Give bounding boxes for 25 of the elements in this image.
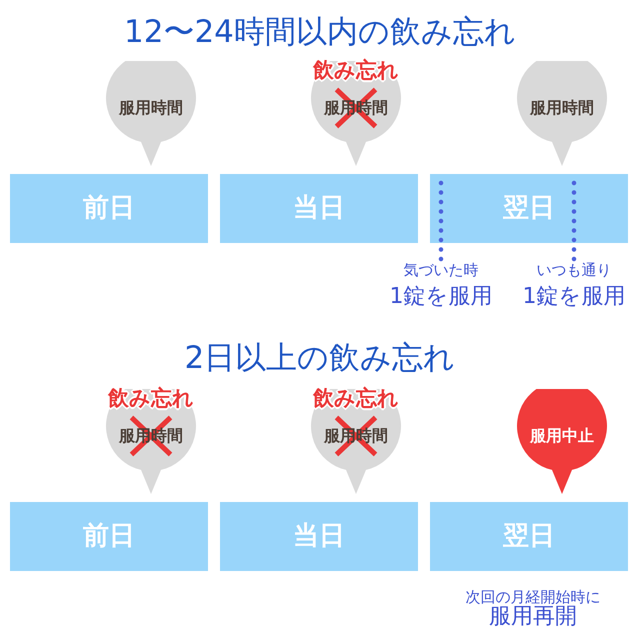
- day-label: 翌日: [503, 193, 555, 223]
- day-box: [220, 502, 418, 571]
- section-heading: 2日以上の飲み忘れ: [184, 339, 456, 377]
- warning-text: 飲み忘れ: [313, 386, 399, 410]
- warning-text: 飲み忘れ: [108, 386, 194, 410]
- day-box: [10, 502, 208, 571]
- day-box: [220, 174, 418, 243]
- bubble-text: 服用時間: [119, 98, 183, 118]
- note-text: 服用再開: [489, 604, 577, 630]
- note-text: 次回の月経開始時に: [466, 588, 600, 606]
- day-label: 翌日: [503, 521, 555, 551]
- bubble-text: 服用中止: [530, 426, 594, 446]
- section-heading: 12〜24時間以内の飲み忘れ: [124, 13, 516, 51]
- note-text: 気づいた時: [404, 261, 478, 279]
- day-label: 前日: [83, 193, 135, 223]
- bubble-text: 服用時間: [530, 98, 594, 118]
- day-label: 当日: [293, 193, 345, 223]
- note-text: 1錠を服用: [522, 284, 626, 310]
- day-box: [10, 174, 208, 243]
- warning-text: 飲み忘れ: [313, 58, 399, 82]
- day-box: [430, 174, 628, 243]
- day-label: 当日: [293, 521, 345, 551]
- day-label: 前日: [83, 521, 135, 551]
- note-text: 1錠を服用: [390, 284, 492, 310]
- note-text: いつも通り: [536, 261, 612, 279]
